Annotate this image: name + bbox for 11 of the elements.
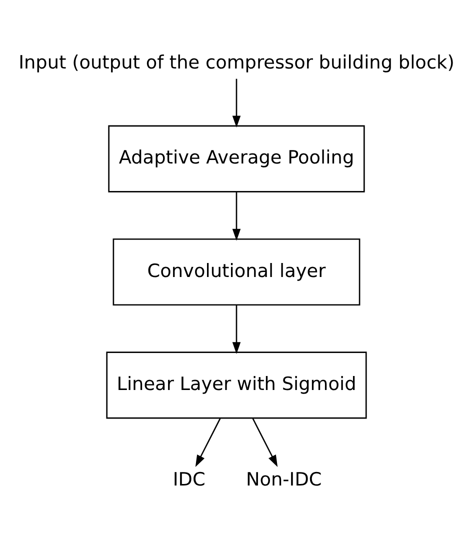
node-box: Adaptive Average Pooling	[108, 124, 365, 192]
arrow	[232, 192, 241, 240]
arrow	[252, 418, 278, 466]
arrow	[232, 78, 241, 128]
arrow	[195, 418, 221, 466]
node-box: Convolutional layer	[112, 238, 360, 306]
node-text: Input (output of the compressor building block)	[18, 52, 454, 73]
arrow	[232, 304, 241, 354]
node-box: Linear Layer with Sigmoid	[106, 351, 367, 418]
node-text: Non-IDC	[246, 468, 322, 490]
node-text: IDC	[172, 468, 206, 490]
